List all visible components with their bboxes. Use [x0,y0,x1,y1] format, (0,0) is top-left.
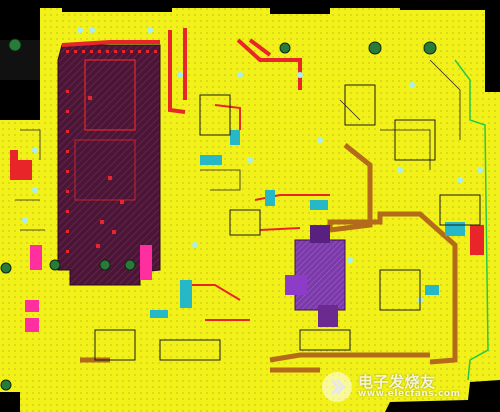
mounting-holes [0,38,437,391]
routing-lines [15,59,461,231]
watermark-site: www.elecfans.com [358,389,461,399]
board-cutout [0,0,40,40]
board-cutout [62,0,172,12]
board-edge-outline [454,59,489,381]
processor-pins [66,50,157,253]
pad [285,275,307,295]
watermark-brand: 电子发烧友 [358,373,436,391]
elecfans-logo-icon [322,372,352,402]
vias [22,27,483,303]
component-outlines [94,84,481,361]
watermark: 电子发烧友 www.elecfans.com [322,368,492,406]
connector-pads [10,150,484,332]
pad [140,245,152,280]
